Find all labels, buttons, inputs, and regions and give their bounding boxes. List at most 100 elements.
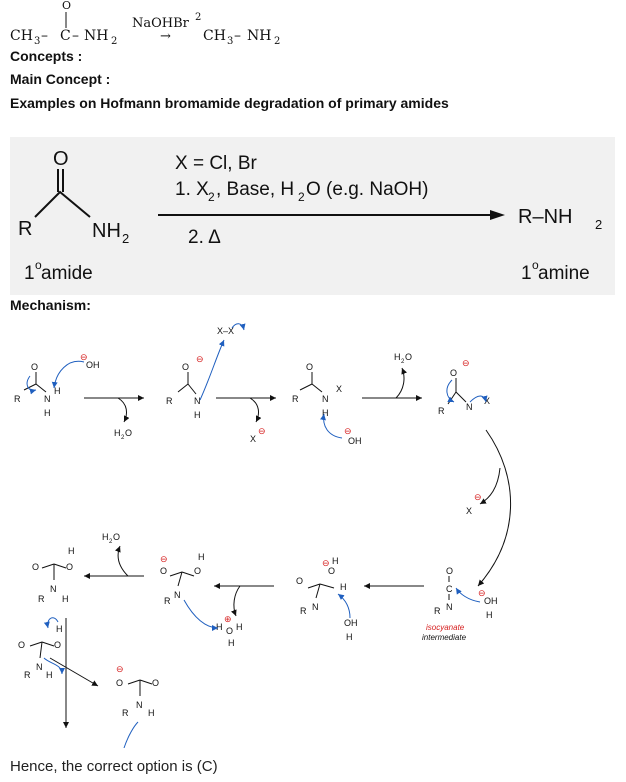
amide-bonds — [34, 190, 91, 218]
cond-1-sub2: 2 — [298, 190, 305, 204]
svg-text:⊖: ⊖ — [344, 426, 352, 436]
svg-text:R: R — [14, 394, 21, 404]
svg-text:O: O — [31, 362, 38, 372]
mech-step7: O O H N R H — [32, 546, 75, 604]
svg-text:H: H — [346, 632, 353, 642]
svg-text:C: C — [446, 584, 453, 594]
amide-label: amide — [41, 263, 93, 284]
scheme-nh2: NH — [92, 220, 121, 242]
eq-nh2: NH — [84, 28, 108, 44]
svg-text:O: O — [182, 362, 189, 372]
svg-text:⊖: ⊖ — [258, 426, 266, 436]
svg-text:⊖: ⊖ — [196, 354, 204, 364]
eq-arrow: → — [160, 29, 171, 44]
svg-text:R: R — [300, 606, 307, 616]
svg-text:N: N — [44, 394, 51, 404]
svg-text:H: H — [102, 532, 109, 542]
h2o-byproduct-2: H 2 O — [394, 352, 412, 365]
svg-text:R: R — [434, 606, 441, 616]
scheme-svg: O R NH 2 X = Cl, Br 1. X 2 , Base, H 2 O… — [18, 148, 602, 284]
mech-step1: R O N H H OH ⊖ — [14, 352, 100, 418]
svg-text:O: O — [446, 566, 453, 576]
svg-text:⊖: ⊖ — [462, 358, 470, 368]
svg-text:⊕: ⊕ — [224, 614, 232, 624]
eq-ch3-sub: 3 — [34, 36, 40, 47]
scheme-oxygen: O — [53, 148, 69, 170]
concepts-label: Concepts : — [10, 48, 83, 64]
svg-text:X: X — [484, 396, 490, 406]
svg-text:H: H — [216, 622, 223, 632]
cond-x: X = Cl, Br — [175, 153, 257, 174]
svg-text:O: O — [32, 562, 39, 572]
svg-text:⊖: ⊖ — [116, 664, 124, 674]
eq-dash1: – — [41, 28, 48, 44]
svg-text:N: N — [136, 700, 143, 710]
x-byproduct: X — [250, 434, 256, 444]
svg-text:H: H — [46, 670, 53, 680]
svg-text:N: N — [466, 402, 473, 412]
amine-sup: 1 — [521, 263, 532, 284]
svg-text:H: H — [228, 638, 235, 648]
svg-text:O: O — [152, 678, 159, 688]
svg-text:⊖: ⊖ — [474, 492, 482, 502]
svg-text:⊖: ⊖ — [322, 558, 330, 568]
svg-text:N: N — [174, 590, 181, 600]
svg-text:H: H — [62, 594, 69, 604]
equation-svg: CH 3 – O C – NH 2 NaOHBr 2 → CH 3 – NH 2 — [10, 0, 280, 47]
mech-step6: O O H N R ⊖ H O H H ⊕ — [160, 552, 243, 648]
h2o-byproduct-3: H 2 O — [102, 532, 120, 545]
reaction-equation: CH 3 – O C – NH 2 NaOHBr 2 → CH 3 – NH 2 — [0, 0, 626, 48]
svg-text:H: H — [68, 546, 75, 556]
svg-text:X–X: X–X — [217, 326, 234, 336]
svg-text:H: H — [44, 408, 51, 418]
svg-text:H: H — [322, 408, 329, 418]
svg-text:OH: OH — [344, 618, 358, 628]
svg-text:H: H — [54, 386, 61, 396]
amide-sup: 1 — [24, 263, 35, 284]
cond-1-mid: , Base, H — [216, 179, 294, 200]
amine-label: amine — [538, 263, 590, 284]
svg-text:⊖: ⊖ — [160, 554, 168, 564]
mechanism-svg: R O N H H OH ⊖ H 2 O — [14, 323, 511, 749]
cond-1-post: O (e.g. NaOH) — [306, 179, 428, 200]
svg-text:O: O — [405, 352, 412, 362]
mech-step2: R O N H ⊖ X–X — [166, 323, 246, 420]
svg-text:O: O — [296, 576, 303, 586]
svg-text:⊖: ⊖ — [478, 588, 486, 598]
svg-text:H: H — [394, 352, 401, 362]
svg-text:N: N — [50, 584, 57, 594]
svg-text:O: O — [125, 428, 132, 438]
eq-prod-sub3: 3 — [227, 36, 233, 47]
mech-step3: R O N X H OH ⊖ — [292, 362, 362, 446]
svg-text:N: N — [36, 662, 43, 672]
svg-text:N: N — [312, 602, 319, 612]
mech-step9: O O ⊖ N R H — [116, 664, 159, 749]
reaction-arrow-head — [490, 210, 505, 220]
svg-text:H: H — [148, 708, 155, 718]
svg-text:O: O — [113, 532, 120, 542]
scheme-product: R–NH — [518, 206, 572, 228]
svg-text:OH: OH — [484, 596, 498, 606]
svg-text:N: N — [322, 394, 329, 404]
eq-ch3: CH — [10, 28, 33, 44]
scheme-product-sub: 2 — [595, 217, 602, 232]
svg-text:2: 2 — [109, 539, 113, 545]
isocyanate-label: isocyanate — [426, 623, 465, 632]
svg-text:OH: OH — [86, 360, 100, 370]
eq-prod-dash: – — [234, 28, 241, 44]
svg-text:O: O — [54, 640, 61, 650]
svg-text:O: O — [66, 562, 73, 572]
eq-reagent-sub: 2 — [195, 12, 201, 23]
amine-o: o — [532, 258, 539, 272]
svg-text:O: O — [160, 566, 167, 576]
svg-text:N: N — [194, 396, 201, 406]
svg-text:H: H — [236, 622, 243, 632]
eq-prod-ch3: CH — [203, 28, 226, 44]
svg-text:2: 2 — [121, 435, 125, 441]
svg-text:H: H — [114, 428, 121, 438]
svg-text:R: R — [164, 596, 171, 606]
svg-text:R: R — [38, 594, 45, 604]
svg-text:R: R — [292, 394, 299, 404]
svg-text:O: O — [306, 362, 313, 372]
svg-text:H: H — [486, 610, 493, 620]
